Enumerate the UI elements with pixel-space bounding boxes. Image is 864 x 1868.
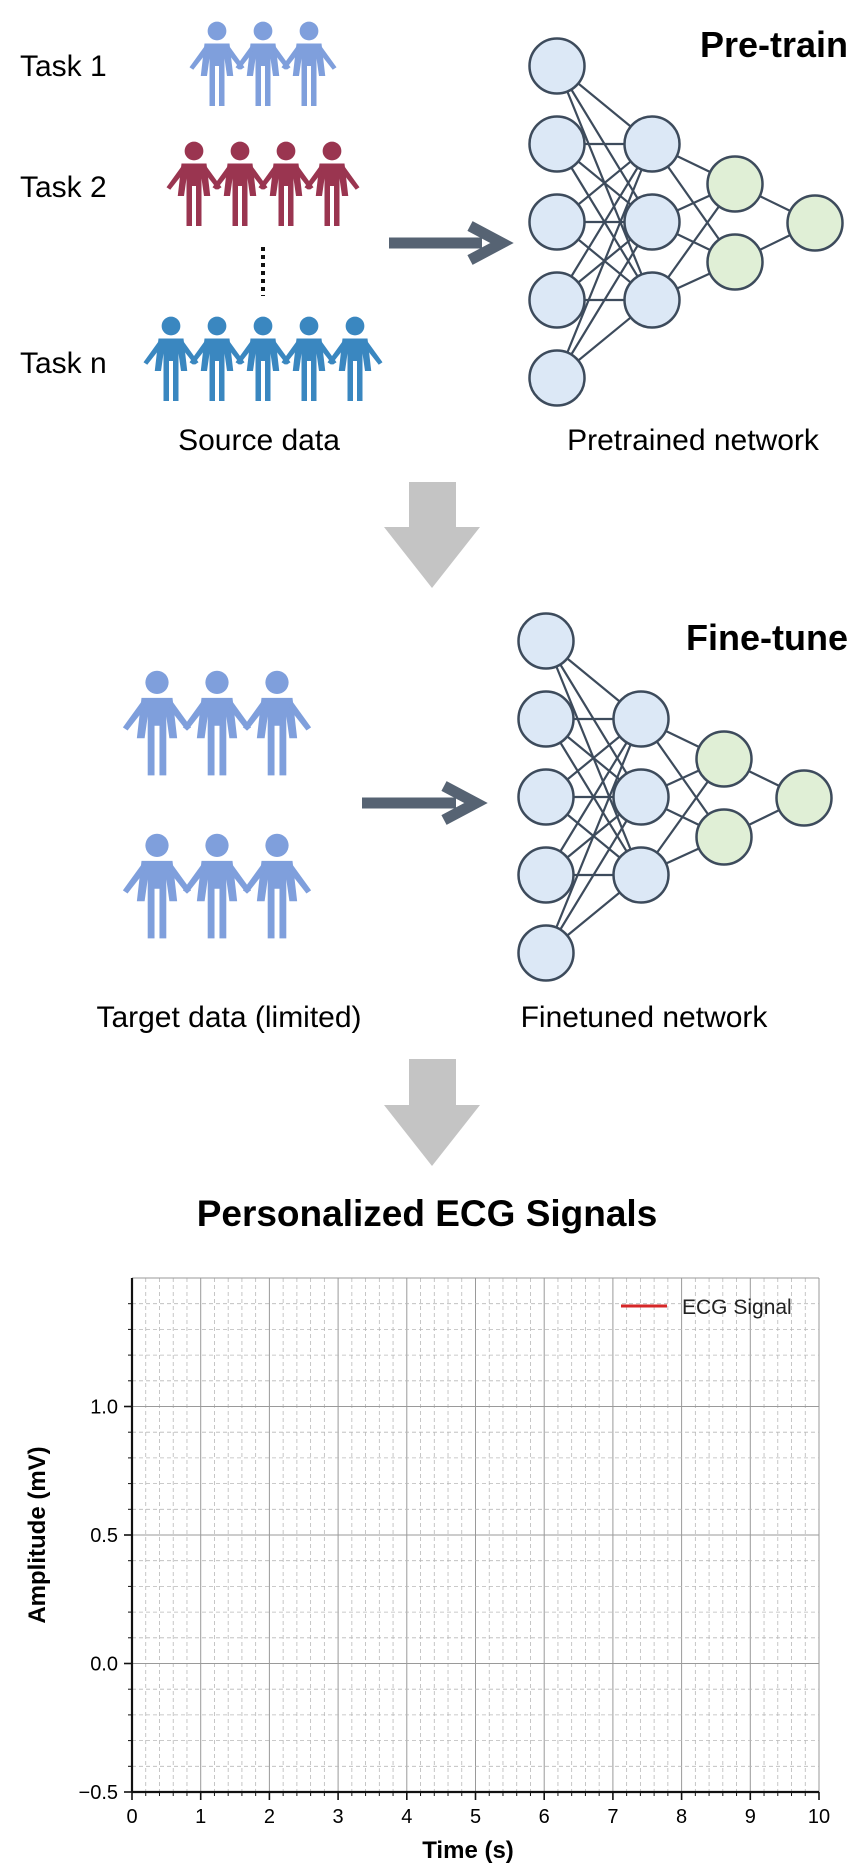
person-icon xyxy=(166,141,222,226)
y-tick-label: 0.5 xyxy=(90,1525,118,1547)
person-icon xyxy=(182,833,252,939)
network-node xyxy=(517,690,575,748)
ecg-title: Personalized ECG Signals xyxy=(197,1193,658,1234)
pretrained-network-label: Pretrained network xyxy=(567,424,820,457)
network-node xyxy=(623,115,681,173)
network-node xyxy=(775,769,833,827)
person-icon xyxy=(122,833,192,939)
network-node xyxy=(528,349,586,407)
network-node xyxy=(517,768,575,826)
network-node xyxy=(517,846,575,904)
y-tick-label: 0.0 xyxy=(90,1654,118,1676)
people-icon xyxy=(143,316,383,401)
network-node xyxy=(612,768,670,826)
person-icon xyxy=(235,316,291,401)
task-2-label: Task 2 xyxy=(20,171,107,204)
source-data-label: Source data xyxy=(178,424,340,457)
task-n-group-icon xyxy=(143,316,383,401)
person-icon xyxy=(281,21,337,106)
target-group-top-icon xyxy=(122,670,312,776)
network-node xyxy=(517,924,575,982)
network-node xyxy=(528,115,586,173)
x-tick-label: 9 xyxy=(745,1806,756,1828)
network-node xyxy=(786,194,844,252)
finetuned-network-icon xyxy=(517,612,833,982)
person-icon xyxy=(281,316,337,401)
person-icon xyxy=(304,141,360,226)
x-tick-label: 6 xyxy=(539,1806,550,1828)
down-arrow-icon-1 xyxy=(384,482,480,588)
network-node xyxy=(695,808,753,866)
down-arrow-icon-2 xyxy=(384,1059,480,1166)
x-tick-label: 4 xyxy=(401,1806,412,1828)
network-node xyxy=(528,37,586,95)
person-icon xyxy=(143,316,199,401)
network-node xyxy=(623,271,681,329)
person-icon xyxy=(212,141,268,226)
network-edges xyxy=(555,65,816,379)
task-1-label: Task 1 xyxy=(20,50,107,83)
chart-legend: ECG Signal xyxy=(621,1296,792,1319)
people-icon xyxy=(122,833,312,939)
pretrain-title: Pre-train xyxy=(700,24,848,65)
person-icon xyxy=(242,670,312,776)
y-tick-label: −0.5 xyxy=(79,1782,118,1804)
chart-grid xyxy=(131,1277,820,1793)
x-tick-label: 2 xyxy=(264,1806,275,1828)
person-icon xyxy=(182,670,252,776)
finetuned-network-label: Finetuned network xyxy=(521,1001,769,1034)
task-1-group-icon xyxy=(189,21,337,106)
network-node xyxy=(623,193,681,251)
x-tick-label: 7 xyxy=(607,1806,618,1828)
network-node xyxy=(517,612,575,670)
person-icon xyxy=(242,833,312,939)
people-icon xyxy=(122,670,312,776)
pretrained-network-icon xyxy=(528,37,844,407)
finetune-section: Fine-tune Target data (limited) Finetune… xyxy=(96,612,848,1034)
person-icon xyxy=(189,316,245,401)
legend-label: ECG Signal xyxy=(682,1296,792,1319)
network-node xyxy=(706,155,764,213)
people-icon xyxy=(189,21,337,106)
x-tick-label: 10 xyxy=(808,1806,830,1828)
network-node xyxy=(612,846,670,904)
people-icon xyxy=(166,141,360,226)
y-axis-label: Amplitude (mV) xyxy=(24,1446,51,1623)
person-icon xyxy=(327,316,383,401)
target-group-bottom-icon xyxy=(122,833,312,939)
person-icon xyxy=(122,670,192,776)
network-node xyxy=(706,233,764,291)
x-tick-label: 8 xyxy=(676,1806,687,1828)
ecg-chart: 0 1 2 3 4 5 6 7 8 9 10 −0.5 0.0 0.5 1.0 ECG Signal Tim… xyxy=(24,1277,830,1864)
pretrain-section: Pre-train Task 1 Task 2 Task n Source da… xyxy=(20,21,848,457)
x-tick-label: 0 xyxy=(126,1806,137,1828)
x-axis-label: Time (s) xyxy=(422,1837,514,1864)
network-node xyxy=(612,690,670,748)
target-data-label: Target data (limited) xyxy=(96,1001,361,1034)
pretrain-arrow-icon xyxy=(389,221,514,265)
network-node xyxy=(528,271,586,329)
person-icon xyxy=(235,21,291,106)
network-node xyxy=(695,730,753,788)
finetune-arrow-icon xyxy=(362,781,488,825)
task-2-group-icon xyxy=(166,141,360,226)
chart-ticks: 0 1 2 3 4 5 6 7 8 9 10 −0.5 0.0 0.5 1.0 xyxy=(79,1303,830,1828)
person-icon xyxy=(189,21,245,106)
finetune-title: Fine-tune xyxy=(686,617,848,658)
person-icon xyxy=(258,141,314,226)
x-tick-label: 5 xyxy=(470,1806,481,1828)
x-tick-label: 3 xyxy=(333,1806,344,1828)
network-edges xyxy=(544,640,805,954)
network-node xyxy=(528,193,586,251)
task-n-label: Task n xyxy=(20,347,107,380)
x-tick-label: 1 xyxy=(195,1806,206,1828)
y-tick-label: 1.0 xyxy=(90,1397,118,1419)
